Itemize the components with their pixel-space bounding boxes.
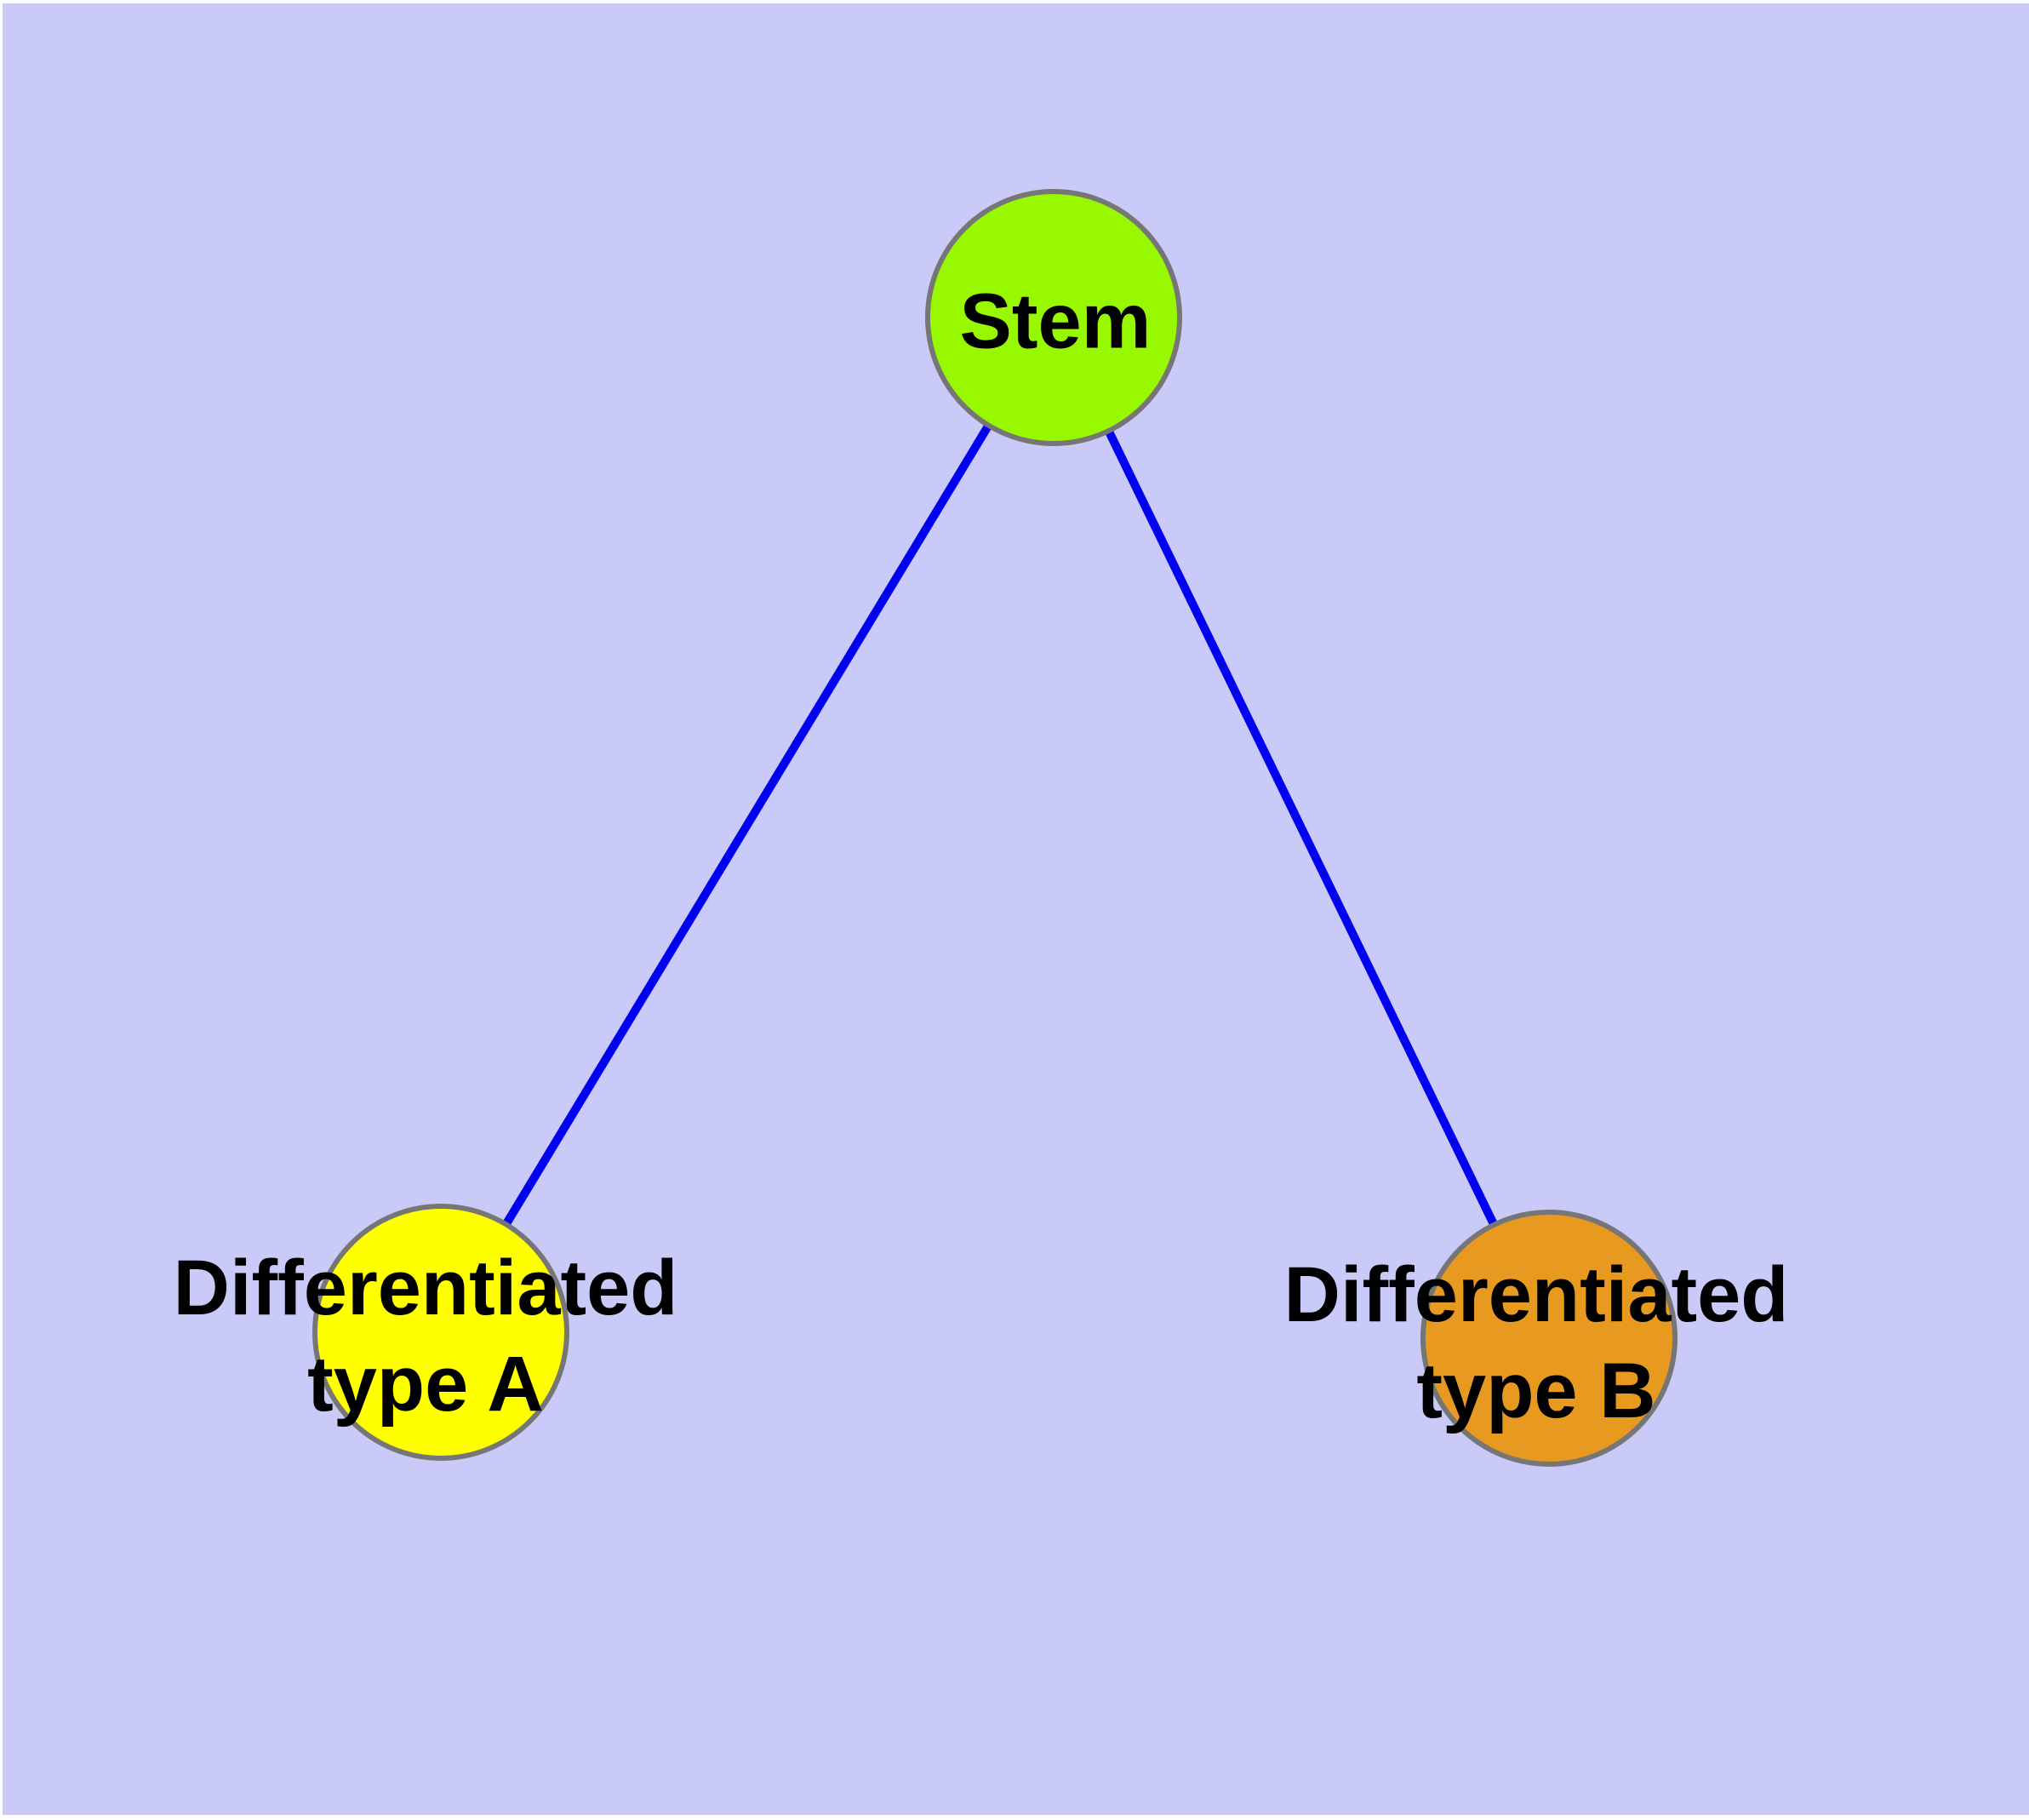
node-differentiated-type-b-label: Differentiated type B — [1283, 1251, 1789, 1434]
node-stem — [925, 189, 1182, 446]
edge-stem-to-type-a — [437, 315, 1058, 1335]
node-differentiated-type-a-label: Differentiated type A — [173, 1245, 678, 1428]
node-differentiated-type-a — [312, 1204, 569, 1461]
node-differentiated-type-b — [1420, 1210, 1677, 1467]
node-stem-label: Stem — [959, 278, 1152, 365]
edge-stem-to-type-b — [1049, 315, 1553, 1341]
